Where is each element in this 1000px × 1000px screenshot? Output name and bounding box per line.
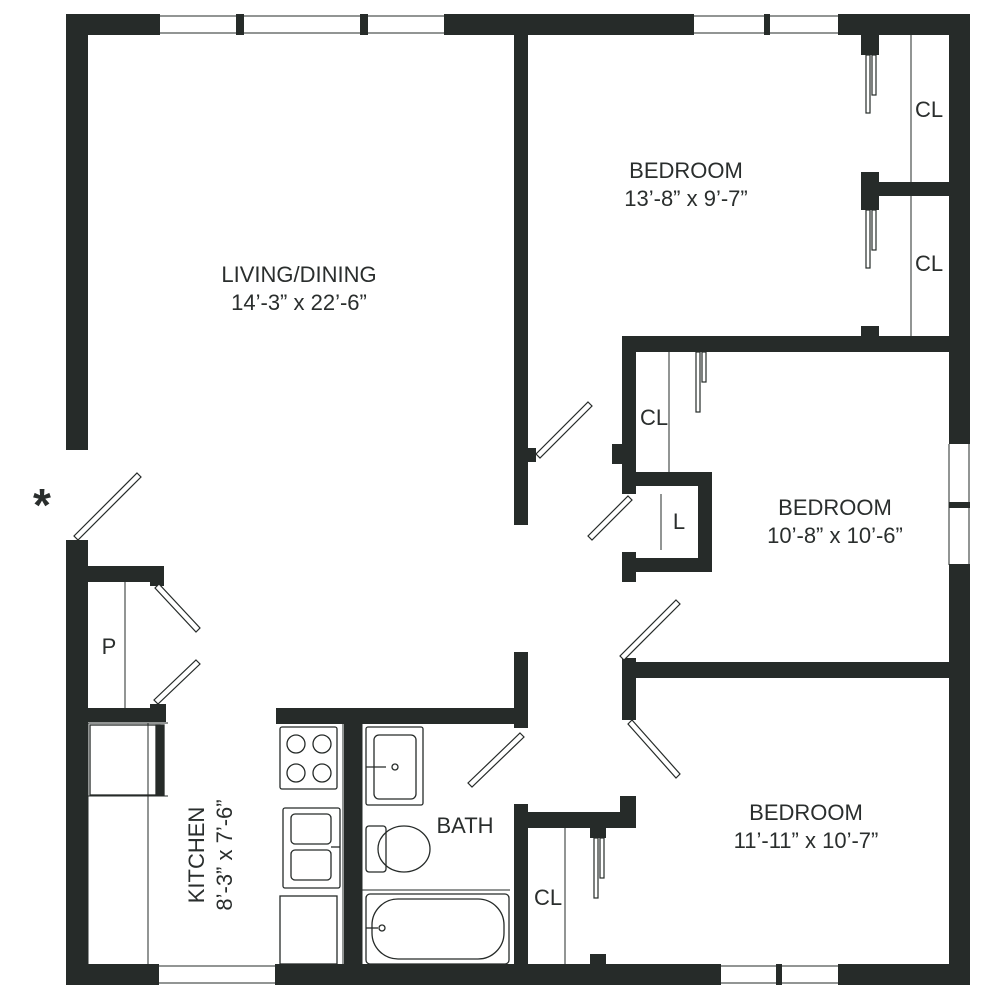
doors bbox=[73, 54, 877, 899]
entry-door bbox=[73, 472, 142, 541]
kitchen-name: KITCHEN bbox=[184, 806, 209, 904]
dishwasher bbox=[279, 895, 338, 965]
bedroom-3-dims: 11’-11” x 10’-7” bbox=[733, 828, 879, 853]
bedroom-1-dims: 13’-8” x 9’-7” bbox=[624, 186, 748, 211]
bedroom-2-dims: 10’-8” x 10’-6” bbox=[767, 523, 903, 548]
bedroom-2-label: BEDROOM 10’-8” x 10’-6” bbox=[767, 494, 903, 550]
bedroom-3-label: BEDROOM 11’-11” x 10’-7” bbox=[734, 799, 879, 855]
vanity bbox=[365, 726, 424, 806]
entry-marker: * bbox=[33, 479, 51, 531]
kitchen-dims: 8’-3” x 7’-6” bbox=[212, 799, 237, 911]
bedroom-3-name: BEDROOM bbox=[749, 800, 863, 825]
bedroom-2-door bbox=[619, 599, 681, 661]
bedroom-2-name: BEDROOM bbox=[778, 495, 892, 520]
linen-door bbox=[587, 495, 633, 541]
closet-3-label: CL bbox=[639, 405, 669, 430]
bath-name: BATH bbox=[436, 813, 494, 838]
closet-1-label: CL bbox=[914, 97, 944, 122]
bathtub bbox=[365, 893, 510, 965]
living-dining-dims: 14’-3” x 22’-6” bbox=[231, 290, 367, 315]
linen-closet-label: L bbox=[672, 509, 686, 534]
walls bbox=[66, 14, 970, 985]
pantry-door-2 bbox=[153, 659, 201, 705]
pantry-label: P bbox=[101, 634, 117, 659]
closet-2-label: CL bbox=[914, 251, 944, 276]
bath-door bbox=[467, 732, 525, 788]
kitchen-sink bbox=[282, 807, 341, 889]
bedroom-3-door bbox=[627, 719, 681, 779]
kitchen-label: KITCHEN 8’-3” x 7’-6” bbox=[183, 799, 239, 910]
living-dining-name: LIVING/DINING bbox=[221, 262, 377, 287]
bedroom-1-label: BEDROOM 13’-8” x 9’-7” bbox=[624, 157, 747, 213]
bedroom-1-name: BEDROOM bbox=[629, 158, 743, 183]
closet-4-label: CL bbox=[533, 885, 563, 910]
pantry-door-1 bbox=[154, 583, 201, 633]
toilet-bowl bbox=[377, 825, 431, 873]
living-dining-label: LIVING/DINING 14’-3” x 22’-6” bbox=[221, 261, 376, 317]
kitchen-fixtures bbox=[89, 724, 341, 965]
bath-label: BATH bbox=[436, 812, 493, 840]
bedroom-1-door bbox=[535, 401, 593, 459]
bath-fixtures bbox=[365, 726, 510, 965]
stove bbox=[279, 726, 338, 790]
refrigerator bbox=[89, 724, 161, 796]
toilet-tank bbox=[365, 825, 387, 873]
